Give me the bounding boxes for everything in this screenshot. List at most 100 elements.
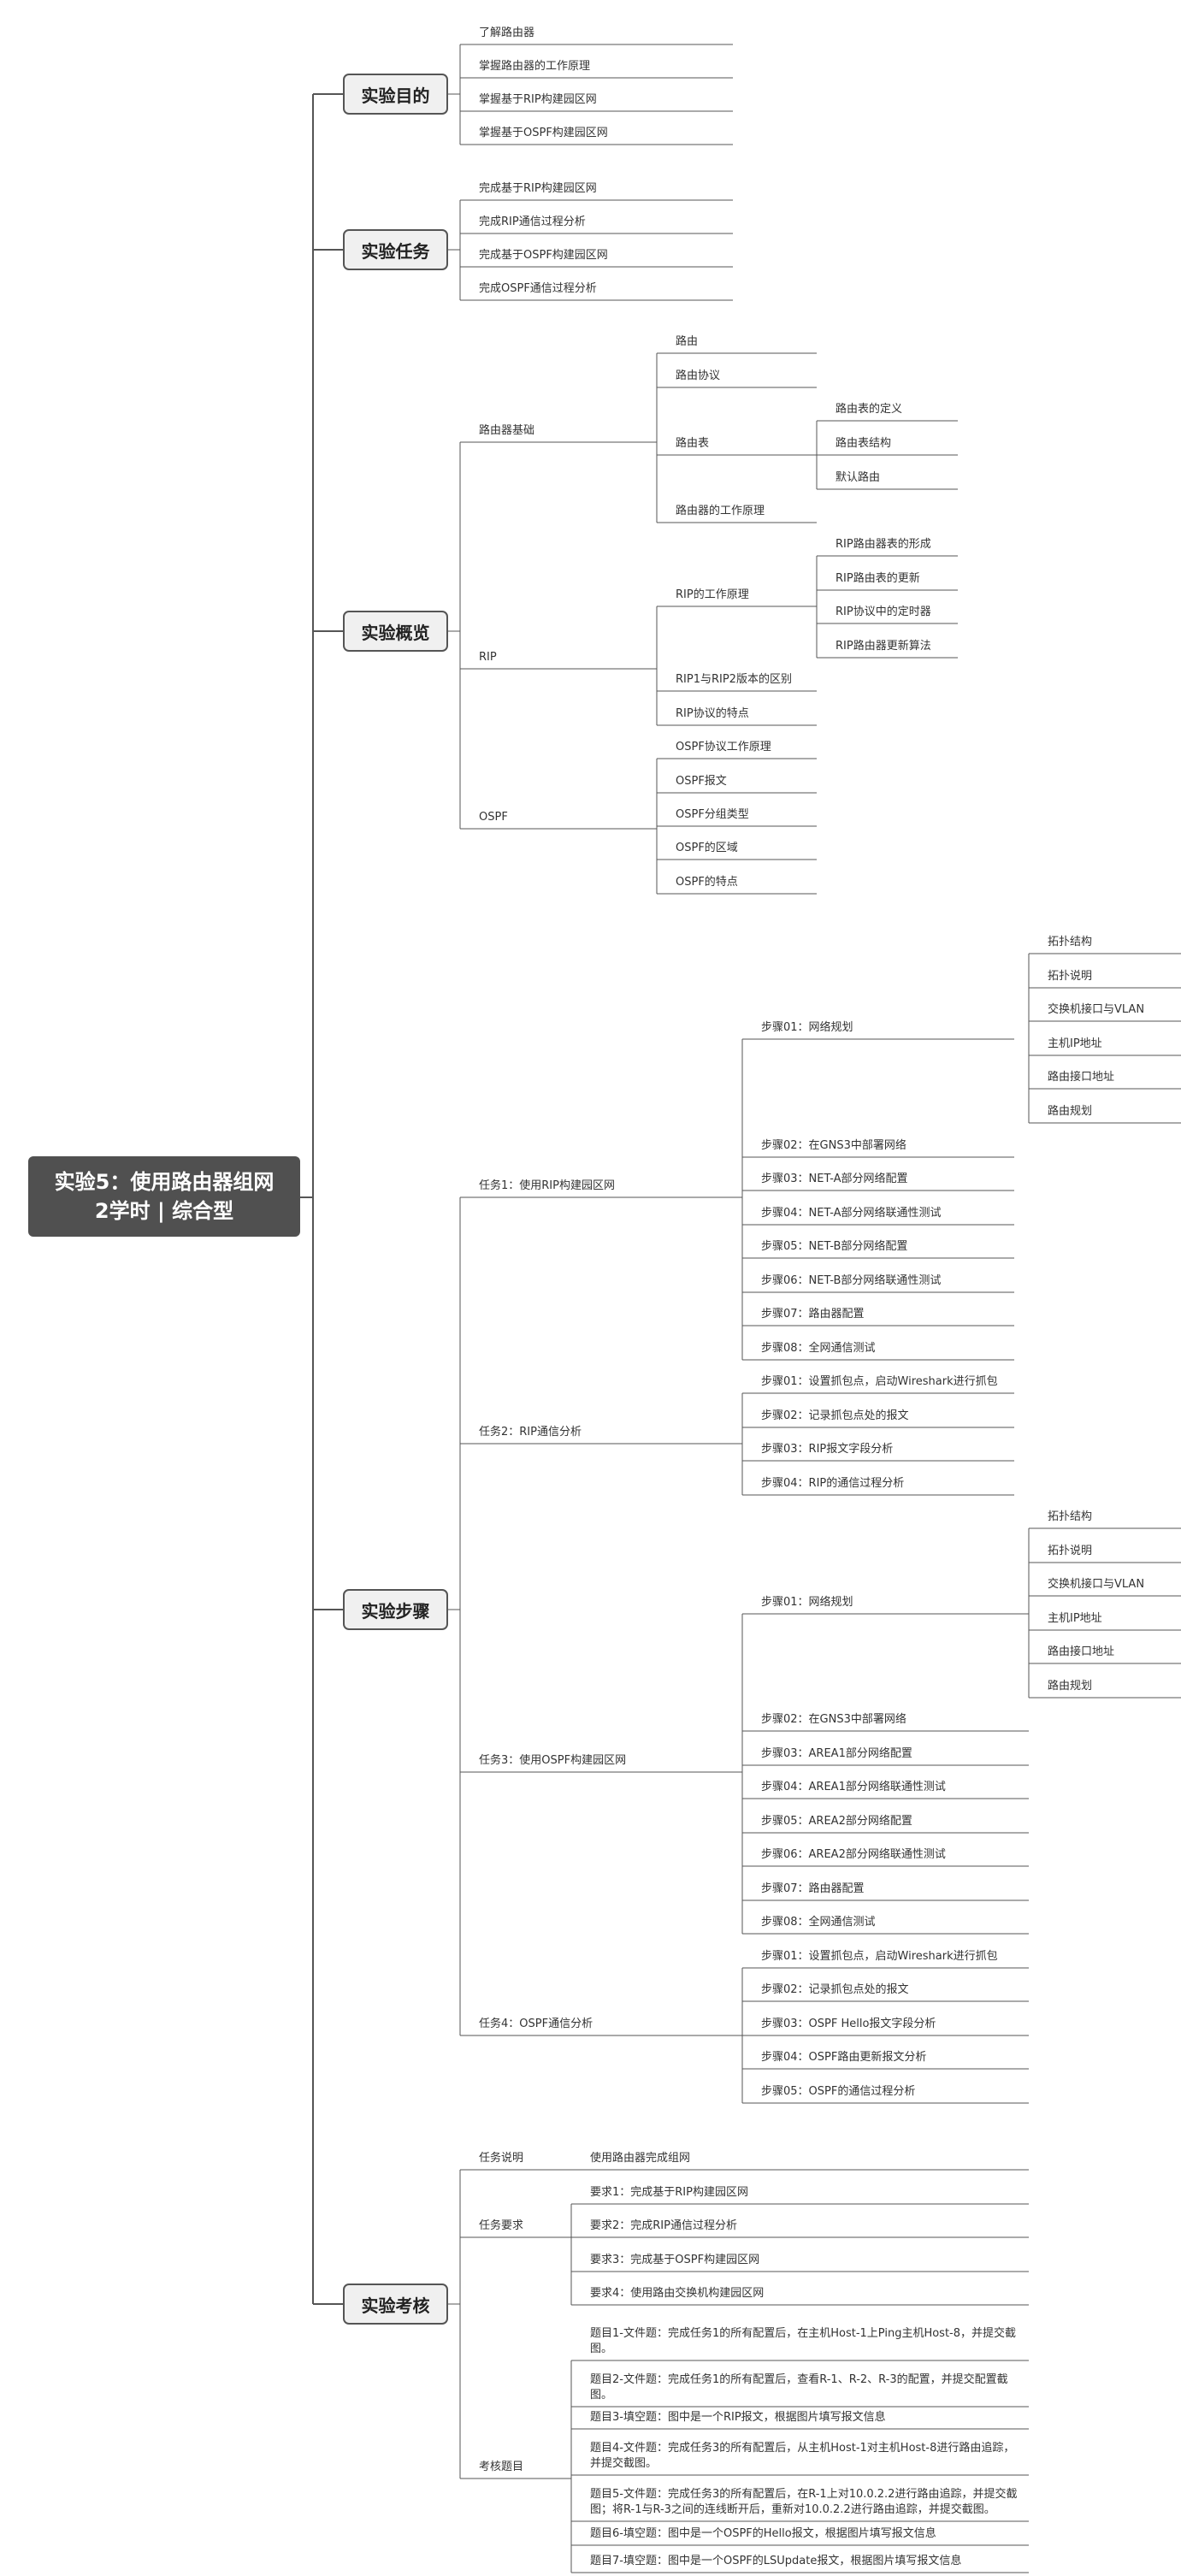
overview-subtopic[interactable]: RIP1与RIP2版本的区别 <box>676 673 792 686</box>
assessment-leaf[interactable]: 题目7-填空题：图中是一个OSPF的LSUpdate报文，根据图片填写报文信息 <box>590 2555 962 2567</box>
main-topic-label: 实验考核 <box>361 2295 430 2316</box>
assessment-leaf[interactable]: 题目3-填空题：图中是一个RIP报文，根据图片填写报文信息 <box>590 2411 886 2424</box>
main-topic-steps[interactable]: 实验步骤 <box>343 1589 448 1630</box>
step-item[interactable]: 步骤07：路由器配置 <box>761 1308 865 1320</box>
step-item[interactable]: 步骤02：记录抓包点处的报文 <box>761 1983 909 1996</box>
overview-topic[interactable]: 路由器基础 <box>479 424 535 437</box>
step-item[interactable]: 步骤02：在GNS3中部署网络 <box>761 1139 906 1152</box>
step-item[interactable]: 步骤07：路由器配置 <box>761 1882 865 1895</box>
assessment-leaf[interactable]: 题目6-填空题：图中是一个OSPF的Hello报文，根据图片填写报文信息 <box>590 2527 936 2540</box>
step-item[interactable]: 步骤02：记录抓包点处的报文 <box>761 1409 909 1422</box>
step-item[interactable]: 步骤04：OSPF路由更新报文分析 <box>761 2051 927 2064</box>
overview-subtopic[interactable]: OSPF协议工作原理 <box>676 741 771 753</box>
main-topic-tasks[interactable]: 实验任务 <box>343 229 448 270</box>
step-item[interactable]: 步骤01：网络规划 <box>761 1021 853 1034</box>
root-title: 实验5：使用路由器组网 <box>54 1170 275 1194</box>
leaf-item[interactable]: 掌握基于RIP构建园区网 <box>479 93 597 106</box>
overview-subtopic[interactable]: RIP协议的特点 <box>676 707 749 720</box>
step-item[interactable]: 步骤04：NET-A部分网络联通性测试 <box>761 1207 942 1220</box>
main-topic-overview[interactable]: 实验概览 <box>343 611 448 652</box>
assessment-leaf[interactable]: 要求1：完成基于RIP构建园区网 <box>590 2186 748 2199</box>
step-detail[interactable]: 拓扑结构 <box>1048 1510 1093 1523</box>
leaf-item[interactable]: 了解路由器 <box>479 27 535 39</box>
main-topic-label: 实验步骤 <box>361 1600 430 1622</box>
step-item[interactable]: 步骤04：AREA1部分网络联通性测试 <box>761 1781 946 1793</box>
step-item[interactable]: 步骤06：NET-B部分网络联通性测试 <box>761 1274 942 1287</box>
overview-subtopic[interactable]: OSPF的特点 <box>676 876 738 889</box>
main-topic-purpose[interactable]: 实验目的 <box>343 74 448 115</box>
step-item[interactable]: 步骤03：RIP报文字段分析 <box>761 1443 894 1456</box>
step-detail[interactable]: 路由规划 <box>1048 1680 1093 1693</box>
root-subtitle: 2学时 | 综合型 <box>94 1199 234 1223</box>
assessment-leaf[interactable]: 题目5-文件题：完成任务3的所有配置后，在R-1上对10.0.2.2进行路由追踪… <box>590 2488 1018 2516</box>
overview-leaf[interactable]: RIP路由器表的形成 <box>836 538 931 551</box>
assessment-topic[interactable]: 任务要求 <box>479 2219 524 2232</box>
assessment-leaf[interactable]: 题目4-文件题：完成任务3的所有配置后，从主机Host-1对主机Host-8进行… <box>590 2442 1015 2470</box>
task-topic[interactable]: 任务2：RIP通信分析 <box>479 1426 582 1439</box>
main-topic-assessment[interactable]: 实验考核 <box>343 2284 448 2325</box>
assessment-leaf[interactable]: 要求4：使用路由交换机构建园区网 <box>590 2287 765 2300</box>
step-item[interactable]: 步骤03：AREA1部分网络配置 <box>761 1747 912 1760</box>
overview-subtopic[interactable]: 路由器的工作原理 <box>676 505 765 517</box>
step-item[interactable]: 步骤06：AREA2部分网络联通性测试 <box>761 1848 946 1861</box>
step-detail[interactable]: 交换机接口与VLAN <box>1048 1003 1145 1016</box>
main-topic-label: 实验任务 <box>361 240 430 262</box>
step-detail[interactable]: 路由接口地址 <box>1048 1645 1115 1658</box>
assessment-leaf[interactable]: 使用路由器完成组网 <box>590 2152 691 2165</box>
step-item[interactable]: 步骤01：设置抓包点，启动Wireshark进行抓包 <box>761 1950 998 1963</box>
main-topic-label: 实验目的 <box>361 85 430 106</box>
step-detail[interactable]: 拓扑说明 <box>1048 970 1093 983</box>
overview-leaf[interactable]: RIP协议中的定时器 <box>836 606 931 618</box>
step-item[interactable]: 步骤05：AREA2部分网络配置 <box>761 1815 912 1828</box>
step-item[interactable]: 步骤01：设置抓包点，启动Wireshark进行抓包 <box>761 1375 998 1388</box>
assessment-leaf[interactable]: 要求2：完成RIP通信过程分析 <box>590 2219 737 2232</box>
overview-subtopic[interactable]: OSPF分组类型 <box>676 808 749 821</box>
overview-subtopic[interactable]: 路由 <box>676 335 699 348</box>
overview-topic[interactable]: OSPF <box>479 811 508 824</box>
step-item[interactable]: 步骤03：NET-A部分网络配置 <box>761 1173 908 1185</box>
overview-subtopic[interactable]: OSPF的区域 <box>676 842 738 854</box>
step-item[interactable]: 步骤02：在GNS3中部署网络 <box>761 1713 906 1726</box>
overview-leaf[interactable]: RIP路由器更新算法 <box>836 640 931 653</box>
step-detail[interactable]: 主机IP地址 <box>1048 1612 1102 1625</box>
leaf-item[interactable]: 完成RIP通信过程分析 <box>479 216 586 228</box>
step-item[interactable]: 步骤04：RIP的通信过程分析 <box>761 1477 905 1490</box>
leaf-item[interactable]: 掌握路由器的工作原理 <box>479 60 591 73</box>
step-item[interactable]: 步骤05：NET-B部分网络配置 <box>761 1240 908 1253</box>
overview-topic[interactable]: RIP <box>479 651 497 664</box>
task-topic[interactable]: 任务4：OSPF通信分析 <box>479 2018 593 2030</box>
step-item[interactable]: 步骤01：网络规划 <box>761 1596 853 1609</box>
assessment-topic[interactable]: 任务说明 <box>479 2152 524 2165</box>
overview-leaf[interactable]: 路由表结构 <box>836 437 892 450</box>
task-topic[interactable]: 任务3：使用OSPF构建园区网 <box>479 1754 627 1767</box>
overview-subtopic[interactable]: OSPF报文 <box>676 775 727 788</box>
leaf-item[interactable]: 完成基于RIP构建园区网 <box>479 182 597 195</box>
assessment-leaf[interactable]: 题目2-文件题：完成任务1的所有配置后，查看R-1、R-2、R-3的配置，并提交… <box>590 2373 1008 2402</box>
overview-leaf[interactable]: 默认路由 <box>836 471 881 484</box>
step-detail[interactable]: 拓扑结构 <box>1048 936 1093 948</box>
leaf-item[interactable]: 完成基于OSPF构建园区网 <box>479 249 608 262</box>
step-detail[interactable]: 主机IP地址 <box>1048 1037 1102 1050</box>
main-topic-label: 实验概览 <box>361 622 430 643</box>
overview-leaf[interactable]: RIP路由表的更新 <box>836 572 920 585</box>
step-detail[interactable]: 路由接口地址 <box>1048 1071 1115 1084</box>
overview-subtopic[interactable]: RIP的工作原理 <box>676 588 749 601</box>
step-detail[interactable]: 交换机接口与VLAN <box>1048 1578 1145 1591</box>
assessment-leaf[interactable]: 要求3：完成基于OSPF构建园区网 <box>590 2254 760 2266</box>
task-topic[interactable]: 任务1：使用RIP构建园区网 <box>479 1179 615 1192</box>
leaf-item[interactable]: 掌握基于OSPF构建园区网 <box>479 127 608 139</box>
step-item[interactable]: 步骤08：全网通信测试 <box>761 1916 876 1929</box>
overview-subtopic[interactable]: 路由协议 <box>676 369 721 382</box>
overview-subtopic[interactable]: 路由表 <box>676 437 710 450</box>
step-item[interactable]: 步骤05：OSPF的通信过程分析 <box>761 2085 916 2098</box>
step-item[interactable]: 步骤03：OSPF Hello报文字段分析 <box>761 2018 936 2030</box>
step-detail[interactable]: 拓扑说明 <box>1048 1545 1093 1557</box>
overview-leaf[interactable]: 路由表的定义 <box>836 403 903 416</box>
step-detail[interactable]: 路由规划 <box>1048 1105 1093 1118</box>
assessment-leaf[interactable]: 题目1-文件题：完成任务1的所有配置后，在主机Host-1上Ping主机Host… <box>590 2327 1017 2355</box>
root-topic[interactable]: 实验5：使用路由器组网 2学时 | 综合型 <box>28 1156 300 1237</box>
step-item[interactable]: 步骤08：全网通信测试 <box>761 1342 876 1355</box>
leaf-item[interactable]: 完成OSPF通信过程分析 <box>479 282 597 295</box>
assessment-topic[interactable]: 考核题目 <box>479 2461 524 2473</box>
